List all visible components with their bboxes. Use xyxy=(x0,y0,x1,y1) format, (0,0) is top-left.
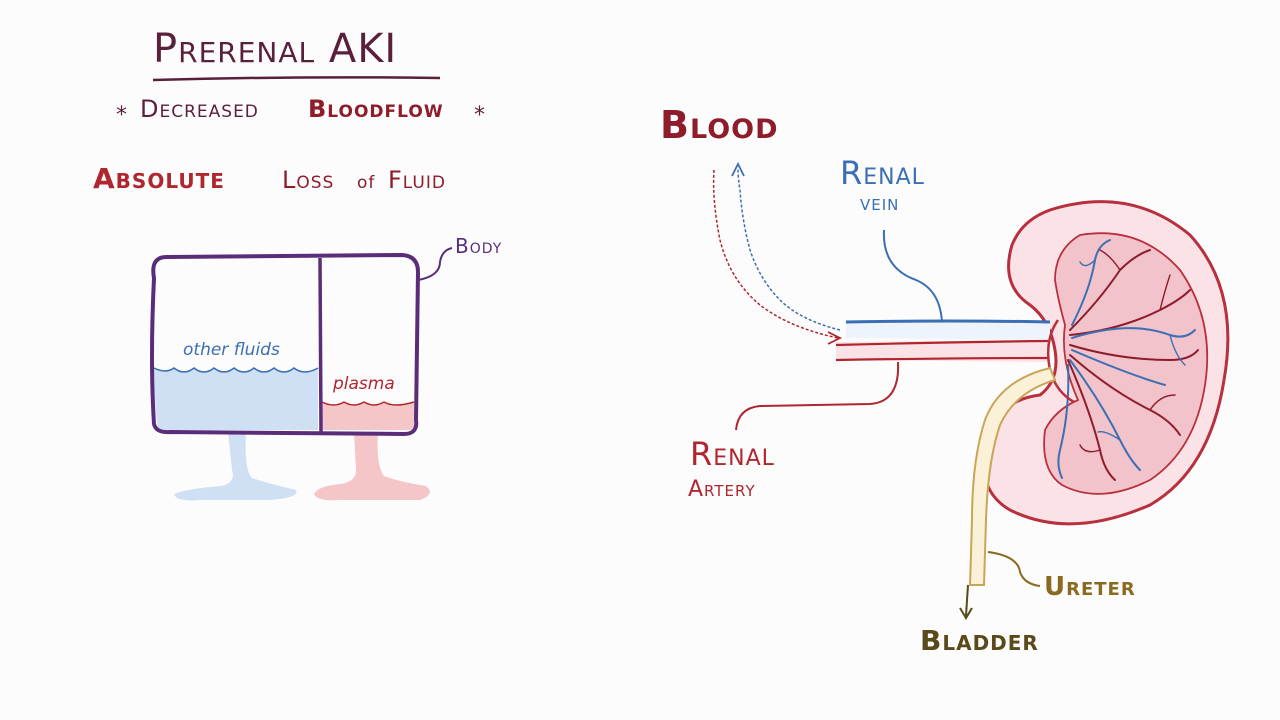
heading-fluid: Fluid xyxy=(388,166,446,194)
plasma-fill xyxy=(322,402,414,430)
page-title: Prerenal AKI xyxy=(153,26,397,72)
arterial-arrowhead-icon xyxy=(827,331,843,345)
bladder-label: Bladder xyxy=(920,624,1039,657)
subtitle-bloodflow: Bloodflow xyxy=(308,95,444,123)
blood-label: Blood xyxy=(660,103,779,147)
title-underline xyxy=(152,76,441,82)
renal-artery-label-line2: Artery xyxy=(688,477,756,502)
ureter-label: Ureter xyxy=(1044,572,1136,602)
other-fluids-stand xyxy=(174,432,297,501)
subtitle-star-left: * xyxy=(116,103,127,128)
ureter-vessel xyxy=(968,366,1057,586)
heading-loss: Loss xyxy=(282,166,334,194)
venous-arrowhead-icon xyxy=(731,161,745,177)
renal-artery-line-bottom xyxy=(835,356,1049,362)
heading-absolute: Absolute xyxy=(93,162,225,195)
other-fluids-surface xyxy=(153,367,319,373)
other-fluids-label: other fluids xyxy=(183,340,280,360)
renal-artery-label-line1: Renal xyxy=(690,435,775,473)
renal-artery-vessel xyxy=(836,340,1048,362)
plasma-label: plasma xyxy=(332,374,395,394)
renal-artery-leader xyxy=(735,361,900,431)
bladder-arrowhead-icon xyxy=(959,607,973,620)
subtitle-decreased: Decreased xyxy=(140,95,259,123)
kidney-vessels xyxy=(1057,239,1199,481)
container-divider xyxy=(318,257,323,433)
ureter-to-bladder-arrow xyxy=(965,584,969,617)
arterial-flow-arrow xyxy=(712,169,839,339)
renal-vein-label-line1: Renal xyxy=(840,154,925,192)
body-label: Body xyxy=(455,234,502,258)
ureter-leader xyxy=(987,551,1041,587)
heading-of: of xyxy=(357,173,375,193)
renal-vein-vessel xyxy=(846,320,1050,340)
venous-flow-arrow xyxy=(737,167,841,331)
renal-vein-label-line2: vein xyxy=(860,191,899,216)
body-label-leader xyxy=(417,247,453,281)
body-container-diagram: Body other fluids plasma xyxy=(150,234,502,501)
renal-vein-leader xyxy=(882,229,943,323)
plasma-stand xyxy=(314,432,430,501)
other-fluids-fill xyxy=(154,368,318,430)
renal-vein-line xyxy=(845,319,1051,324)
subtitle-star-right: * xyxy=(474,103,485,128)
body-container-outline xyxy=(150,253,420,436)
plasma-surface xyxy=(321,401,415,406)
renal-artery-line-top xyxy=(835,339,1049,347)
